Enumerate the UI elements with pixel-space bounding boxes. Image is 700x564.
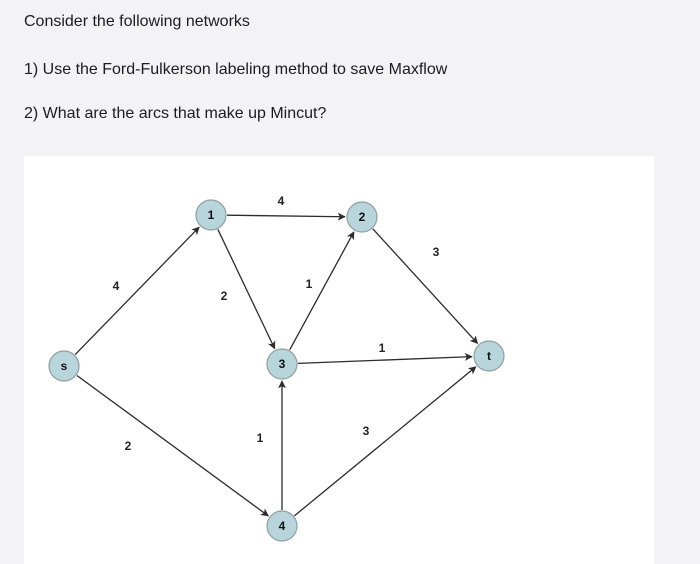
arc-line [74,226,200,355]
arc-line [297,352,473,365]
question-intro: Consider the following networks [24,13,250,30]
capacity-label-n1-n3: 2 [221,289,228,303]
node-circle [195,199,227,231]
arc-line [226,212,346,221]
capacity-label-n2-t: 3 [433,245,440,259]
node-circle [266,348,298,380]
arc-n1-n3 [217,229,276,350]
network-diagram-card: 4 2 4 2 1 3 1 1 3 s 1 2 3 4 t [24,156,654,564]
node-t: t [473,340,505,372]
arc-line [217,229,276,350]
network-diagram: 4 2 4 2 1 3 1 1 3 s 1 2 3 4 t [48,194,505,542]
node-label: 2 [359,210,366,224]
node-label: 4 [279,519,286,533]
node-label: t [487,349,491,363]
arc-n3-t [297,352,473,365]
node-circle [346,201,378,233]
node-label: s [61,359,68,373]
arc-n3-n2 [289,231,355,351]
node-circle [266,510,298,542]
node-circle [48,350,80,382]
capacity-label-s-n1: 4 [113,279,120,293]
arc-s-n4 [76,374,269,517]
node-n4: 4 [266,510,298,542]
node-n3: 3 [266,348,298,380]
capacity-label-n4-n3: 1 [257,431,264,445]
question-part-1: 1) Use the Ford-Fulkerson labeling metho… [24,61,448,78]
capacity-label-n1-n2: 4 [278,194,285,208]
arc-n4-t [293,366,477,517]
arc-line [372,228,479,345]
capacity-label-s-n4: 2 [125,439,132,453]
node-n2: 2 [346,201,378,233]
capacity-label-n3-t: 1 [379,341,386,355]
arc-line [293,366,477,517]
node-s: s [48,350,80,382]
arc-line [76,374,269,517]
question-part-2: 2) What are the arcs that make up Mincut… [24,105,327,122]
arc-n2-t [372,228,479,345]
capacity-label-n3-n2: 1 [306,277,313,291]
node-label: 1 [208,208,215,222]
node-circle [473,340,505,372]
node-label: 3 [279,357,286,371]
arc-line [289,231,355,351]
arc-s-n1 [74,226,200,355]
capacity-label-n4-t: 3 [363,424,370,438]
node-n1: 1 [195,199,227,231]
arc-n1-n2 [226,212,346,221]
